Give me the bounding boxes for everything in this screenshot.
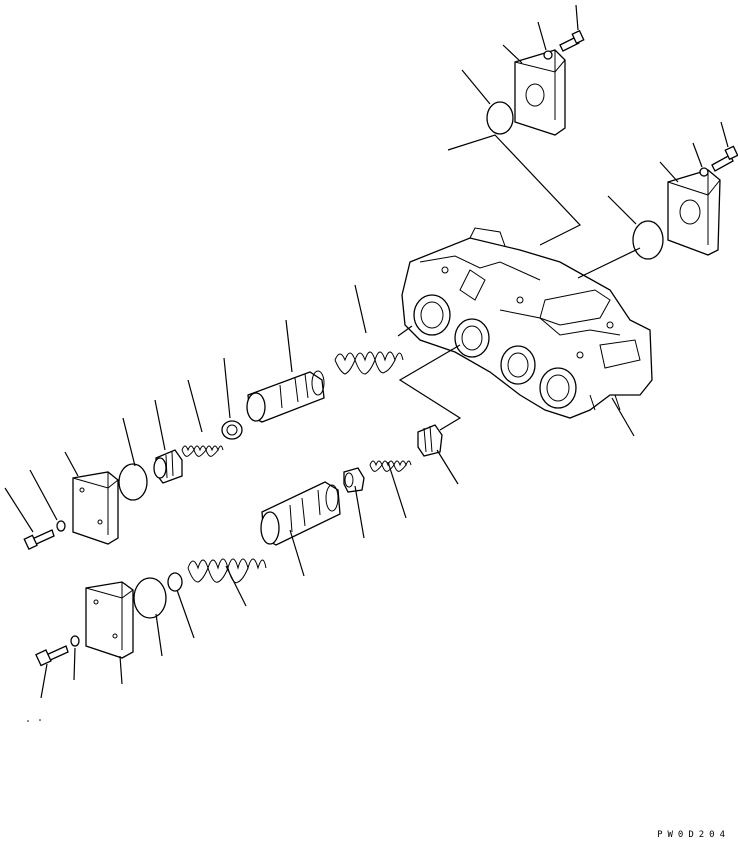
leader-line-bolt-left-lower: [40, 663, 48, 699]
leader-line-cover-right: [659, 161, 679, 183]
bolt-left-upper: [23, 529, 55, 550]
stray-dot-1: [27, 720, 29, 722]
leader-line-spring-upper-large: [354, 284, 367, 334]
retainer-upper: [221, 420, 243, 440]
washer-left-upper: [56, 520, 66, 532]
spool-upper: [246, 370, 325, 423]
washer-upper: [543, 50, 553, 60]
spool-lower: [260, 481, 341, 546]
leader-line-washer-right: [692, 142, 703, 168]
retainer-lower: [343, 467, 365, 493]
bolt-left-lower: [35, 645, 69, 667]
bolt-right: [711, 145, 738, 172]
cover-plate-upper: [514, 49, 566, 136]
cover-plate-right: [667, 169, 721, 256]
leader-line-bolt-left-upper: [4, 487, 34, 533]
snap-ring-lower: [167, 572, 183, 592]
spring-lower-small: [369, 460, 412, 472]
leader-line-washer-left-upper: [29, 469, 58, 521]
stray-dot-2: [39, 719, 41, 721]
piston-upper: [153, 449, 183, 484]
spring-upper-large: [334, 351, 404, 375]
leader-line-retainer-upper: [223, 357, 231, 419]
leader-line-spring-upper-small: [187, 379, 203, 433]
assembly-line-lower: [398, 344, 462, 431]
leader-line-washer-left-lower: [73, 647, 76, 681]
drawing-code: PW0D204: [657, 830, 730, 840]
leader-line-cover-left-upper: [64, 451, 79, 477]
assembly-line-upper-cover: [447, 134, 581, 246]
leader-line-o-ring-upper: [461, 69, 491, 105]
leader-line-o-ring-lower-left: [155, 613, 163, 657]
leader-line-cover-upper: [502, 44, 523, 64]
leader-line-washer-upper: [537, 21, 547, 51]
o-ring-right: [632, 220, 664, 260]
washer-right: [699, 167, 709, 177]
leader-line-piston-upper: [154, 399, 166, 451]
valve-body: [401, 227, 653, 419]
leader-line-retainer-lower: [354, 485, 365, 539]
bolt-upper: [559, 29, 585, 52]
leader-line-bolt-upper: [575, 4, 579, 31]
spring-upper-small: [181, 445, 224, 457]
leader-line-o-ring-right: [607, 195, 637, 225]
leader-line-cover-left-lower: [119, 655, 123, 685]
leader-line-spring-lower-large: [225, 565, 247, 607]
leader-line-valve-body: [611, 397, 635, 437]
leader-line-o-ring-upper-left: [122, 417, 136, 467]
leader-line-spring-lower-small: [387, 461, 407, 519]
washer-left-lower: [70, 635, 80, 647]
leader-line-bolt-right: [720, 121, 729, 148]
leader-line-plug-lower-right: [436, 449, 459, 485]
assembly-line-spring-upper: [397, 325, 413, 337]
assembly-line-right-cover: [577, 247, 641, 279]
cover-plate-left-lower: [85, 581, 134, 659]
cover-plate-left-upper: [72, 471, 119, 545]
o-ring-lower-left: [133, 577, 167, 619]
plug-lower-right: [417, 424, 443, 457]
o-ring-upper-left: [118, 463, 148, 501]
leader-line-snap-ring-lower: [176, 589, 195, 639]
o-ring-upper: [486, 101, 514, 135]
leader-line-spool-lower: [289, 529, 305, 577]
spring-lower-large: [187, 558, 267, 584]
leader-line-spool-upper: [285, 319, 293, 373]
